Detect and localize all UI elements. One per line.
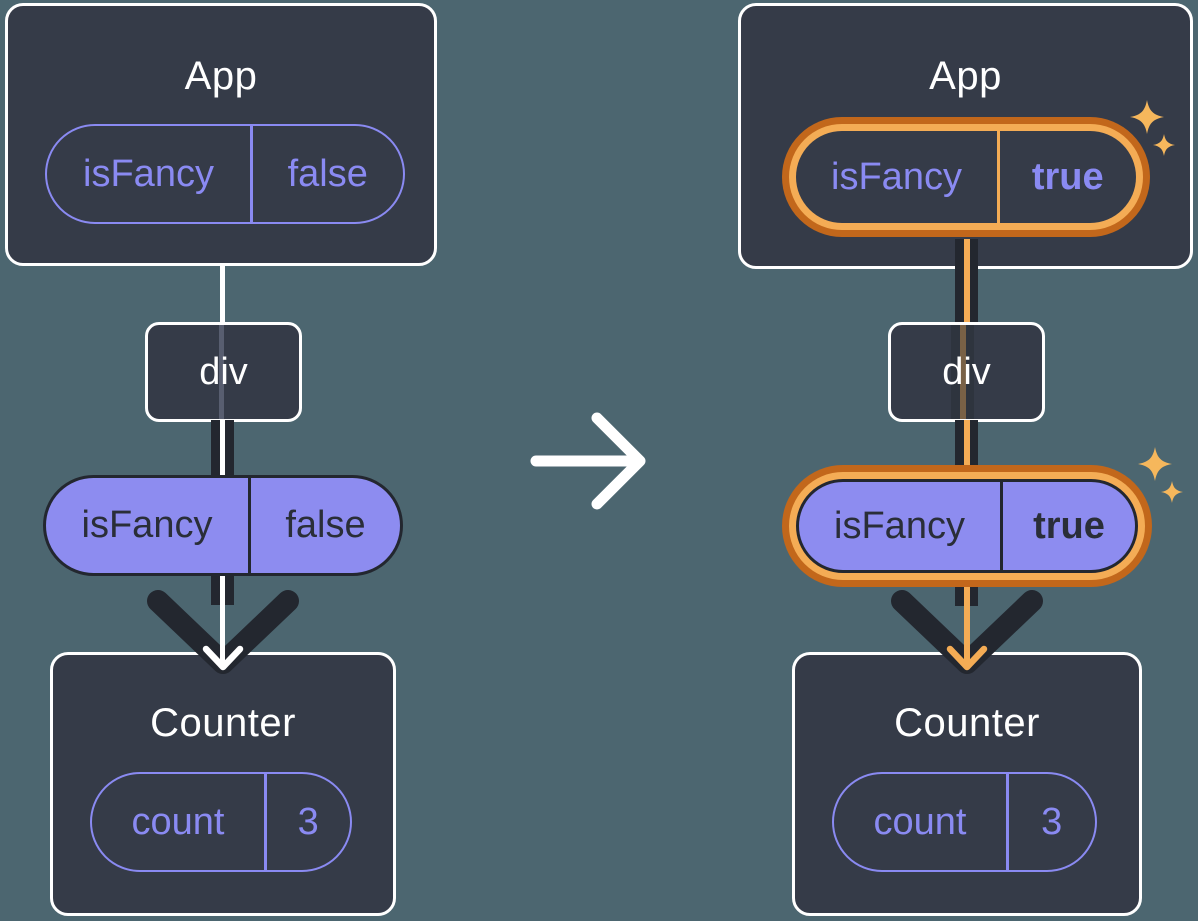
state-pill-counter-after: count 3	[832, 772, 1097, 872]
arrowhead-white-icon	[202, 645, 244, 671]
edge-pill-to-counter-inner	[220, 573, 225, 663]
app-component-card-before: App isFancy false	[5, 3, 437, 266]
div-node-before: div	[145, 322, 302, 422]
component-title: App	[929, 54, 1002, 98]
edge-div-to-pill-inner	[220, 420, 225, 478]
highlight-inner-ring: isFancy true	[789, 472, 1145, 580]
pill-divider	[250, 126, 253, 222]
pill-divider	[997, 131, 1000, 223]
div-label: div	[199, 350, 248, 393]
sparkles-icon	[1130, 100, 1175, 156]
state-key: isFancy	[83, 152, 214, 195]
edge-through-div	[219, 325, 224, 419]
edge-pill-to-counter-inner	[964, 584, 970, 664]
sparkles-icon	[1138, 447, 1183, 503]
component-title: Counter	[150, 701, 296, 745]
prop-pill-after-highlight: isFancy true	[782, 465, 1152, 587]
component-title: Counter	[894, 701, 1040, 745]
pill-divider	[1006, 774, 1009, 870]
prop-value: false	[285, 504, 366, 546]
state-value: 3	[297, 800, 319, 843]
prop-value: true	[1033, 504, 1105, 547]
state-pill-app-after: isFancy true	[796, 131, 1136, 223]
edge-div-to-pill-inner	[964, 420, 970, 472]
prop-key: isFancy	[81, 504, 213, 546]
state-pill-app-after-highlight: isFancy true	[782, 117, 1150, 237]
edge-app-to-div	[220, 264, 225, 326]
component-title: App	[184, 54, 258, 98]
pill-divider	[264, 774, 267, 870]
arrowhead-orange-icon	[946, 645, 988, 671]
arrow-right-icon	[530, 412, 646, 510]
pill-divider	[1000, 482, 1003, 570]
pill-divider	[248, 478, 251, 573]
state-pill-app-before: isFancy false	[45, 124, 405, 224]
counter-component-card-before: Counter count 3	[50, 652, 396, 916]
prop-pill-before: isFancy false	[43, 475, 403, 576]
prop-pill-after: isFancy true	[796, 479, 1138, 573]
state-key: count	[131, 800, 225, 843]
edge-through-div-outer	[951, 325, 974, 419]
div-node-after: div	[888, 322, 1045, 422]
state-key: isFancy	[831, 155, 962, 198]
state-pill-counter-before: count 3	[90, 772, 352, 872]
state-value: true	[1031, 155, 1104, 198]
edge-through-div-inner	[960, 325, 966, 419]
prop-key: isFancy	[834, 504, 965, 547]
highlight-inner-ring: isFancy true	[789, 124, 1143, 230]
state-key: count	[873, 800, 967, 843]
div-label: div	[942, 350, 991, 393]
counter-component-card-after: Counter count 3	[792, 652, 1142, 916]
edge-app-to-div-inner	[964, 239, 970, 325]
state-value: false	[287, 152, 368, 195]
state-value: 3	[1041, 800, 1063, 843]
